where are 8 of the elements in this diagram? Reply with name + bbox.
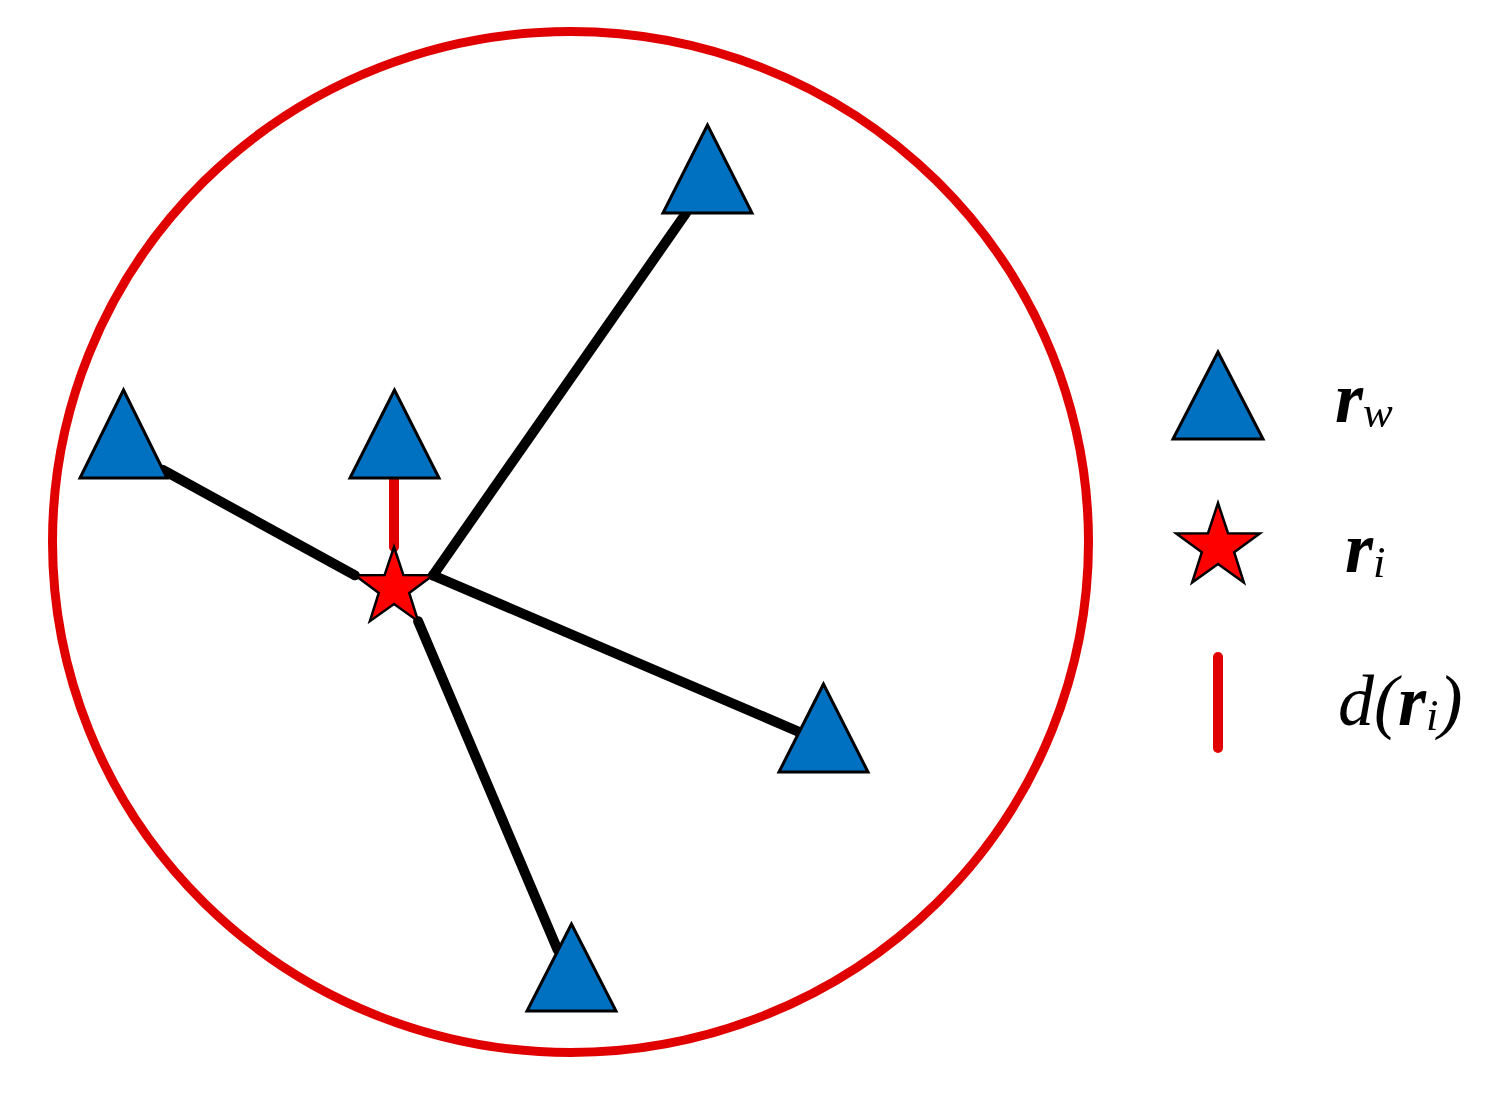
boundary-circle <box>48 27 1094 1058</box>
triangle-marker <box>522 919 620 1014</box>
triangle-marker <box>658 120 756 216</box>
triangle-marker <box>774 679 872 775</box>
triangle-marker <box>345 385 443 481</box>
triangle-marker <box>75 385 171 481</box>
legend-label: r$_{w}$ <box>1335 362 1393 434</box>
legend-label: r$_{i}$ <box>1345 512 1386 584</box>
